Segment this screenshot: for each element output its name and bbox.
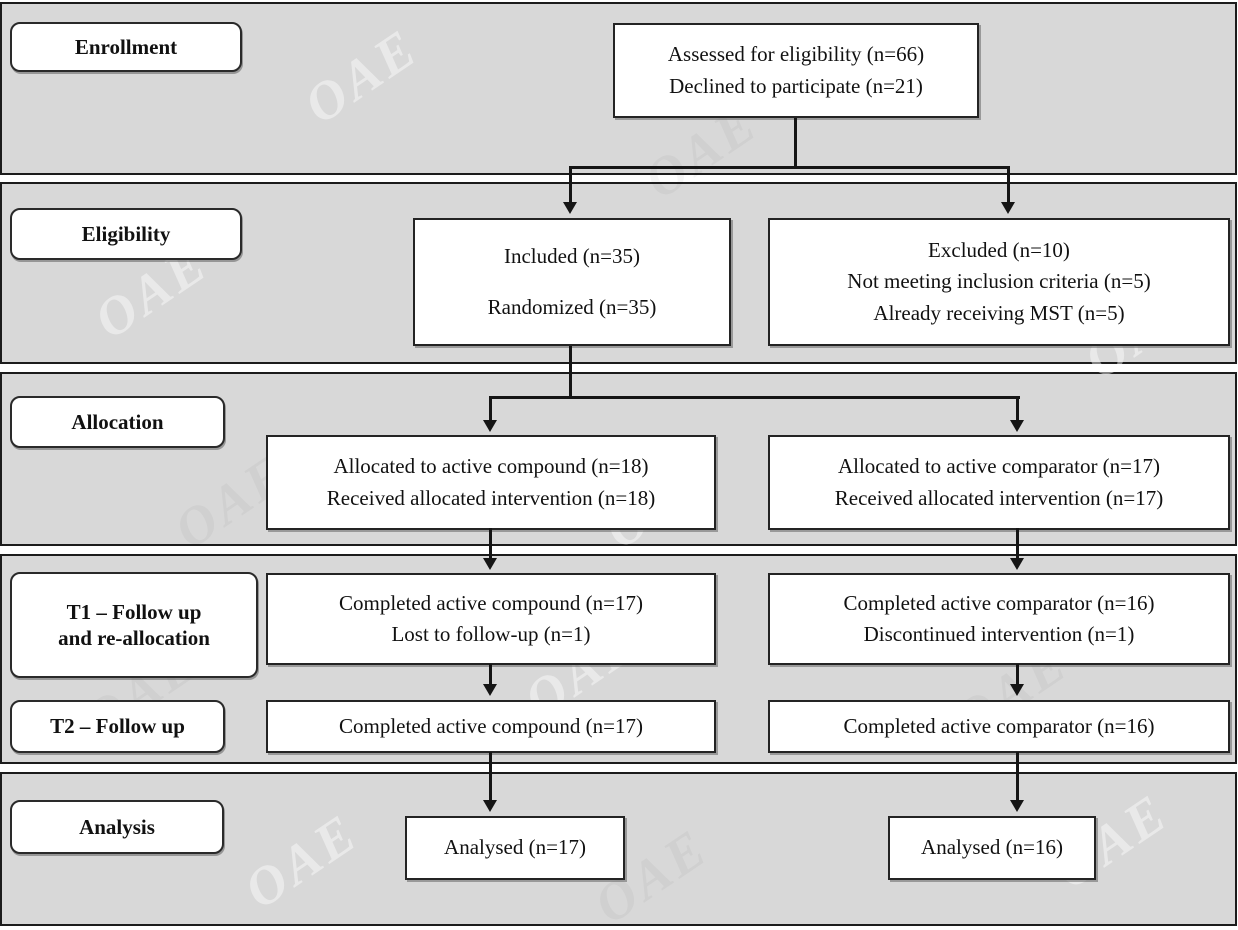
- arrowhead-analysed-compound: [483, 800, 497, 812]
- stage-label-t1-follow-up: T1 – Follow up and re-allocation: [10, 572, 258, 678]
- connector-t2-to-analysis-comparator: [1016, 752, 1019, 802]
- box-text: Lost to follow-up (n=1): [391, 622, 591, 646]
- stage-label-text: Enrollment: [74, 34, 178, 59]
- box-t1-completed-active-comparator: Completed active comparator (n=16) Disco…: [768, 573, 1230, 665]
- arrowhead-excluded: [1001, 202, 1015, 214]
- stage-label-text: and re-allocation: [58, 626, 210, 650]
- box-text: Analysed (n=17): [444, 835, 586, 860]
- box-text: Analysed (n=16): [921, 835, 1063, 860]
- connector-t1-to-t2-compound: [489, 664, 492, 686]
- arrowhead-t2-compound: [483, 684, 497, 696]
- box-excluded: Excluded (n=10) Not meeting inclusion cr…: [768, 218, 1230, 346]
- connector-randomized-stem: [569, 346, 572, 399]
- arrowhead-t2-comparator: [1010, 684, 1024, 696]
- box-text: Allocated to active comparator (n=17): [837, 454, 1161, 478]
- box-assessed-for-eligibility: Assessed for eligibility (n=66) Declined…: [613, 23, 979, 118]
- box-text: Completed active comparator (n=16): [843, 713, 1155, 738]
- connector-included-drop: [569, 166, 572, 204]
- connector-alloc-comparator-drop: [1016, 396, 1019, 422]
- connector-t1-to-t2-comparator: [1016, 664, 1019, 686]
- box-text: Already receiving MST (n=5): [873, 300, 1125, 325]
- stage-label-enrollment: Enrollment: [10, 22, 242, 72]
- box-text: Assessed for eligibility (n=66): [667, 42, 925, 66]
- arrowhead-analysed-comparator: [1010, 800, 1024, 812]
- connector-allocation-split-bar: [489, 396, 1020, 399]
- box-analysed-compound: Analysed (n=17): [405, 816, 625, 880]
- box-text: Received allocated intervention (n=17): [834, 485, 1164, 510]
- box-text: Received allocated intervention (n=18): [326, 485, 656, 510]
- arrowhead-alloc-comparator: [1010, 420, 1024, 432]
- arrowhead-t1-compound: [483, 558, 497, 570]
- box-t1-completed-active-compound: Completed active compound (n=17) Lost to…: [266, 573, 716, 665]
- box-text: Allocated to active compound (n=18): [333, 454, 649, 478]
- stage-label-allocation: Allocation: [10, 396, 225, 448]
- box-t2-completed-active-comparator: Completed active comparator (n=16): [768, 700, 1230, 753]
- connector-t2-to-analysis-compound: [489, 752, 492, 802]
- stage-label-text: Allocation: [71, 409, 164, 434]
- stage-label-t2-follow-up: T2 – Follow up: [10, 700, 225, 753]
- arrowhead-t1-comparator: [1010, 558, 1024, 570]
- arrowhead-included: [563, 202, 577, 214]
- box-text: Included (n=35): [503, 243, 641, 268]
- stage-label-eligibility: Eligibility: [10, 208, 242, 260]
- stage-label-text: Analysis: [79, 814, 155, 839]
- box-text: Completed active comparator (n=16): [843, 590, 1155, 615]
- box-allocated-active-comparator: Allocated to active comparator (n=17) Re…: [768, 435, 1230, 530]
- box-analysed-comparator: Analysed (n=16): [888, 816, 1096, 880]
- connector-eligibility-split-bar: [569, 166, 1010, 169]
- stage-label-analysis: Analysis: [10, 800, 224, 854]
- box-text: Completed active compound (n=17): [338, 713, 644, 738]
- box-allocated-active-compound: Allocated to active compound (n=18) Rece…: [266, 435, 716, 530]
- box-text: Discontinued intervention (n=1): [863, 622, 1135, 646]
- connector-alloc-to-t1-comparator: [1016, 528, 1019, 560]
- box-text: Completed active compound (n=17): [338, 590, 644, 615]
- box-text: Declined to participate (n=21): [669, 73, 923, 98]
- stage-label-text: T1 – Follow up: [66, 599, 202, 624]
- connector-assessed-stem: [794, 118, 797, 168]
- box-text: Randomized (n=35): [487, 295, 657, 319]
- arrowhead-alloc-compound: [483, 420, 497, 432]
- connector-alloc-to-t1-compound: [489, 528, 492, 560]
- box-t2-completed-active-compound: Completed active compound (n=17): [266, 700, 716, 753]
- box-text: Not meeting inclusion criteria (n=5): [847, 269, 1151, 294]
- box-included-randomized: Included (n=35) Randomized (n=35): [413, 218, 731, 346]
- stage-label-text: T2 – Follow up: [50, 714, 185, 739]
- stage-label-text: Eligibility: [81, 221, 171, 246]
- connector-alloc-compound-drop: [489, 396, 492, 422]
- connector-excluded-drop: [1007, 166, 1010, 204]
- box-text: Excluded (n=10): [928, 237, 1070, 262]
